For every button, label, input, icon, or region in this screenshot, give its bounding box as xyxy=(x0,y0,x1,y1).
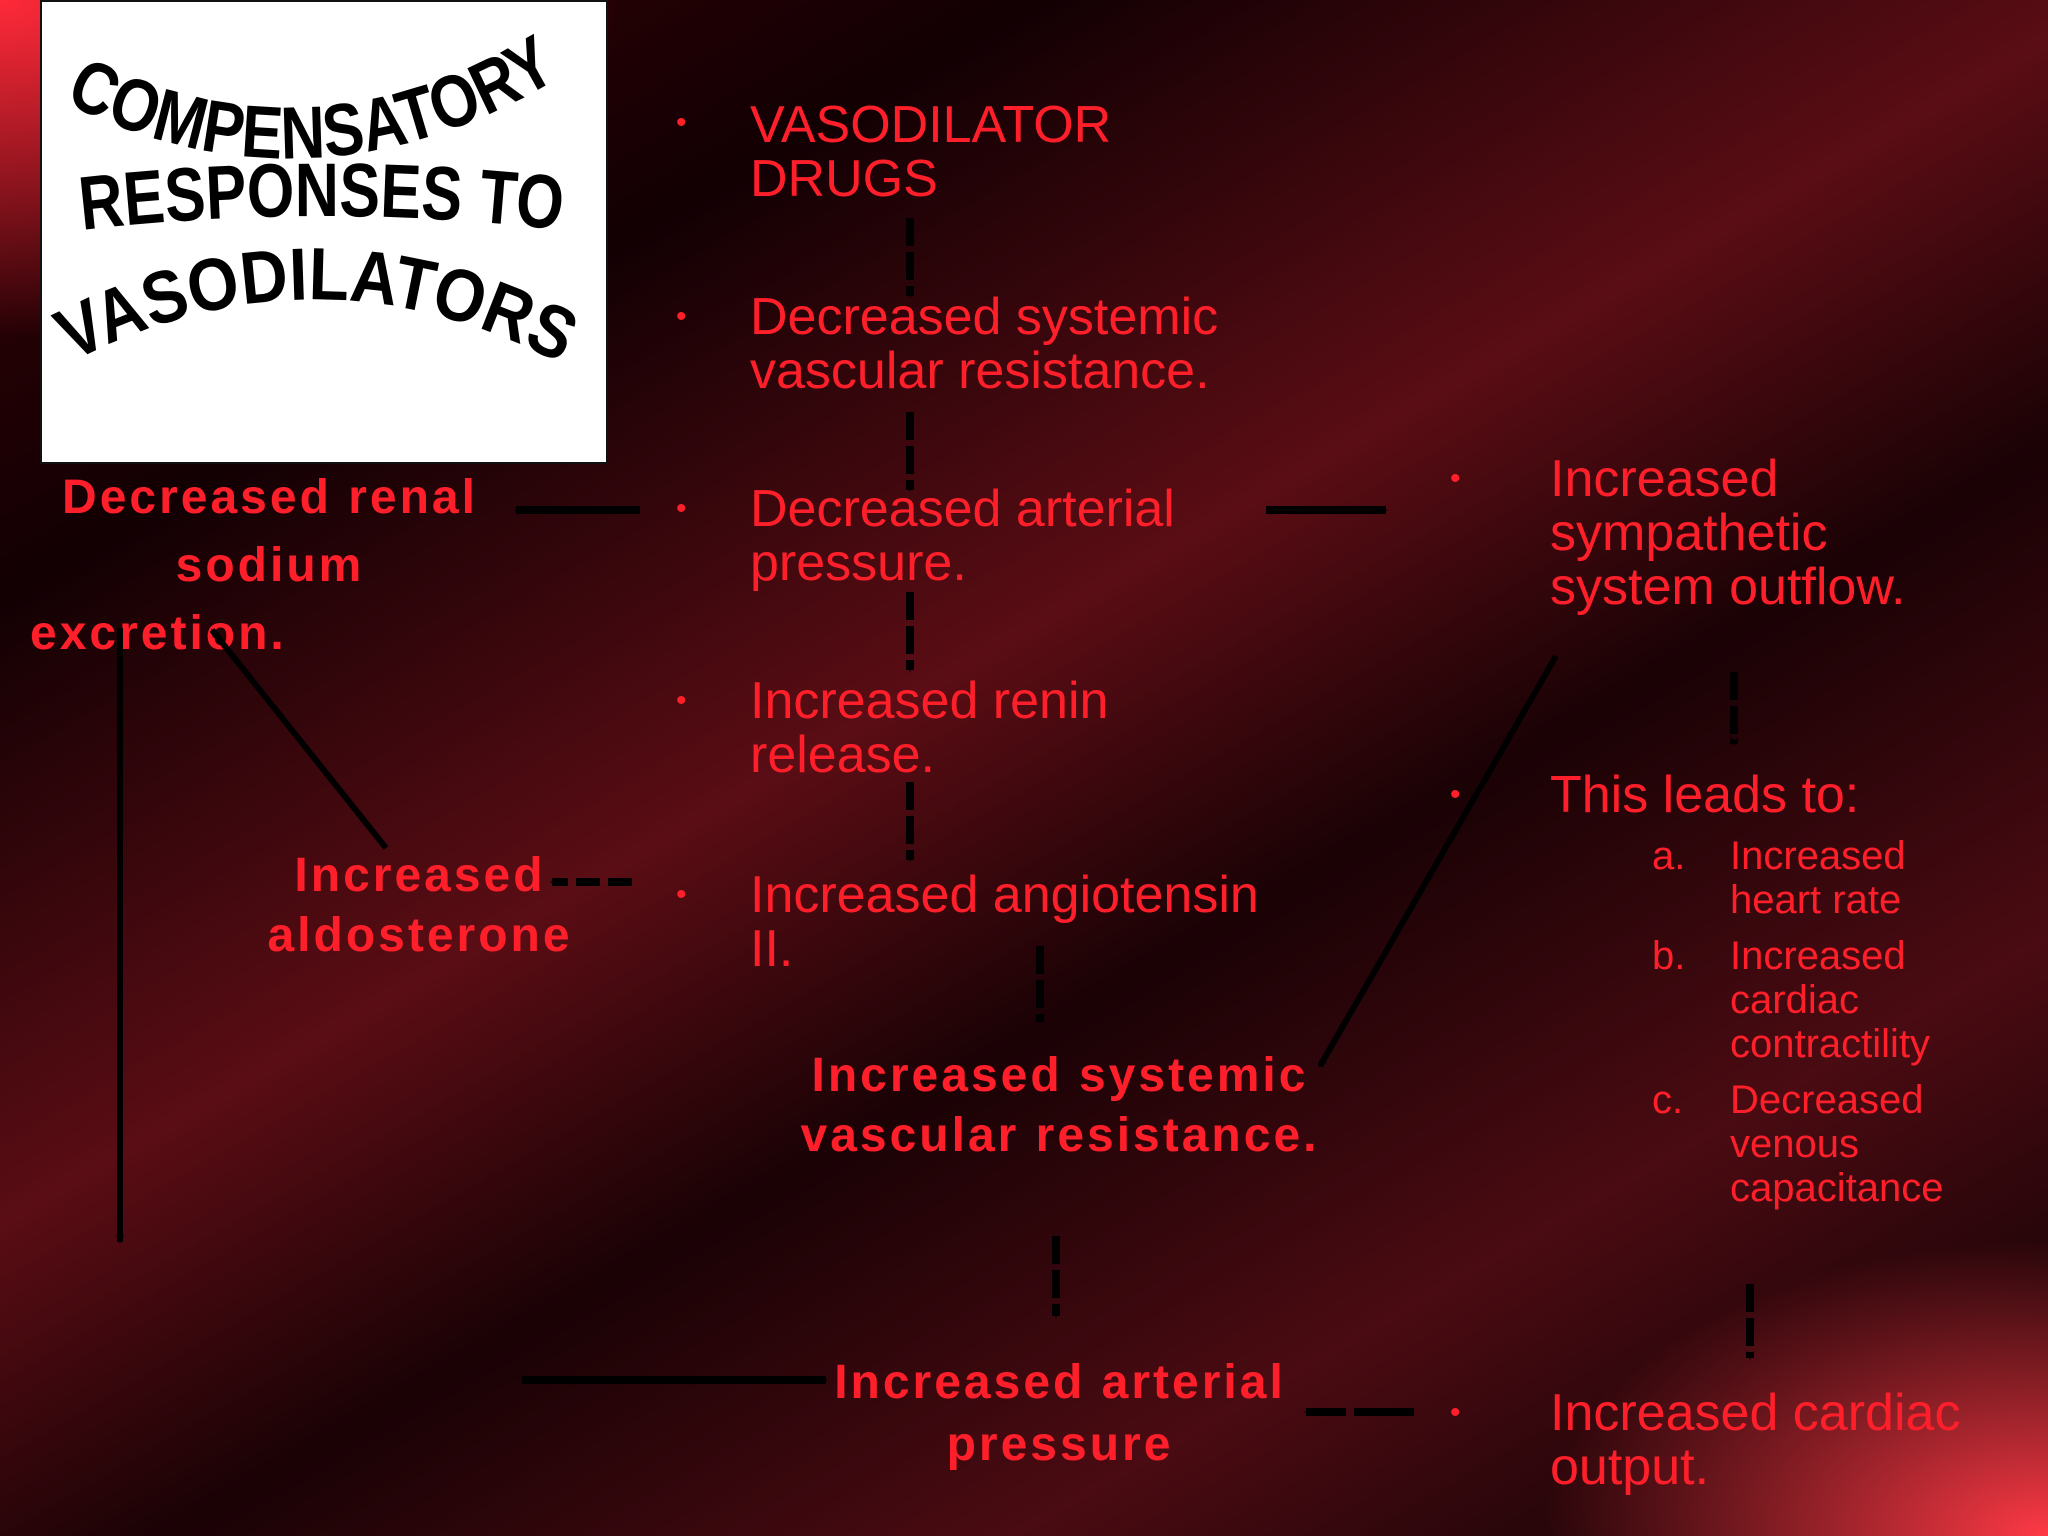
node-line: Increased systemic xyxy=(811,1049,1309,1102)
node-line: system outflow. xyxy=(1550,558,1906,616)
node-this-leads-to: This leads to: xyxy=(1550,766,1860,824)
node-decreased-svr: Decreased systemic vascular resistance. xyxy=(750,290,1218,398)
bullet-3: • xyxy=(676,492,687,525)
node-line: sympathetic xyxy=(1550,504,1828,562)
node-line: II. xyxy=(750,920,794,978)
bullet-6: • xyxy=(1450,462,1461,495)
node-line: Increased xyxy=(294,849,546,902)
bullet-4: • xyxy=(676,684,687,717)
node-line: Decreased renal xyxy=(62,471,478,524)
node-increased-renin: Increased renin release. xyxy=(750,674,1108,782)
node-line: Increased renin xyxy=(750,672,1109,730)
node-line: Increased xyxy=(1550,450,1779,508)
list-letter: c. xyxy=(1652,1078,1684,1122)
node-increased-sympathetic: Increased sympathetic system outflow. xyxy=(1550,452,1905,614)
list-item: b. Increased cardiac contractility xyxy=(1652,934,1990,1066)
node-line: Decreased systemic xyxy=(750,288,1219,346)
node-line: pressure. xyxy=(750,534,967,592)
node-increased-cardiac-output: Increased cardiac output. xyxy=(1550,1386,1960,1494)
bullet-7: • xyxy=(1450,778,1461,811)
effects-list: a. Increased heart rate b. Increased car… xyxy=(1652,834,1990,1222)
bullet-8: • xyxy=(1450,1396,1461,1429)
node-increased-arterial-pressure: Increased arterial pressure xyxy=(800,1352,1320,1476)
bullet-5: • xyxy=(676,878,687,911)
list-letter: b. xyxy=(1652,934,1686,978)
node-line: release. xyxy=(750,726,935,784)
node-decreased-renal-sodium: Decreased renal sodium excretion. xyxy=(20,464,520,668)
list-text: Increased cardiac contractility xyxy=(1730,934,1931,1066)
arrow-sympathetic-to-svr xyxy=(1317,654,1559,1068)
node-line: vascular resistance. xyxy=(750,342,1210,400)
list-text: Decreased venous capacitance xyxy=(1730,1078,1944,1210)
title-art: COMPENSATORY RESPONSES TO VASODILATORS xyxy=(43,19,590,378)
node-line: aldosterone xyxy=(267,909,573,962)
node-increased-aldosterone: Increased aldosterone xyxy=(240,846,600,966)
list-letter: a. xyxy=(1652,834,1686,878)
list-item: c. Decreased venous capacitance xyxy=(1652,1078,1990,1210)
list-item: a. Increased heart rate xyxy=(1652,834,1990,922)
node-line: vascular resistance. xyxy=(800,1109,1320,1162)
title-art-box: COMPENSATORY RESPONSES TO VASODILATORS xyxy=(40,0,608,464)
node-decreased-arterial-pressure: Decreased arterial pressure. xyxy=(750,482,1175,590)
node-line: VASODILATOR xyxy=(750,96,1112,154)
node-increased-angiotensin: Increased angiotensin II. xyxy=(750,868,1259,976)
arrow-aldosterone-to-renal xyxy=(209,628,389,850)
node-line: Decreased arterial xyxy=(750,480,1175,538)
node-line: Increased arterial xyxy=(834,1356,1286,1409)
bullet-1: • xyxy=(676,106,687,139)
node-line: pressure xyxy=(946,1418,1174,1471)
list-text: Increased heart rate xyxy=(1730,834,1906,922)
node-line: output. xyxy=(1550,1438,1710,1496)
node-line: Increased angiotensin xyxy=(750,866,1259,924)
node-vasodilator-drugs: VASODILATOR DRUGS xyxy=(750,98,1111,206)
title-line-2: RESPONSES TO xyxy=(75,148,568,247)
node-line: DRUGS xyxy=(750,150,938,208)
node-line: sodium xyxy=(175,539,365,592)
node-increased-svr: Increased systemic vascular resistance. xyxy=(770,1046,1350,1166)
bullet-2: • xyxy=(676,300,687,333)
node-line: Increased cardiac xyxy=(1550,1384,1961,1442)
node-line: excretion. xyxy=(30,607,287,660)
